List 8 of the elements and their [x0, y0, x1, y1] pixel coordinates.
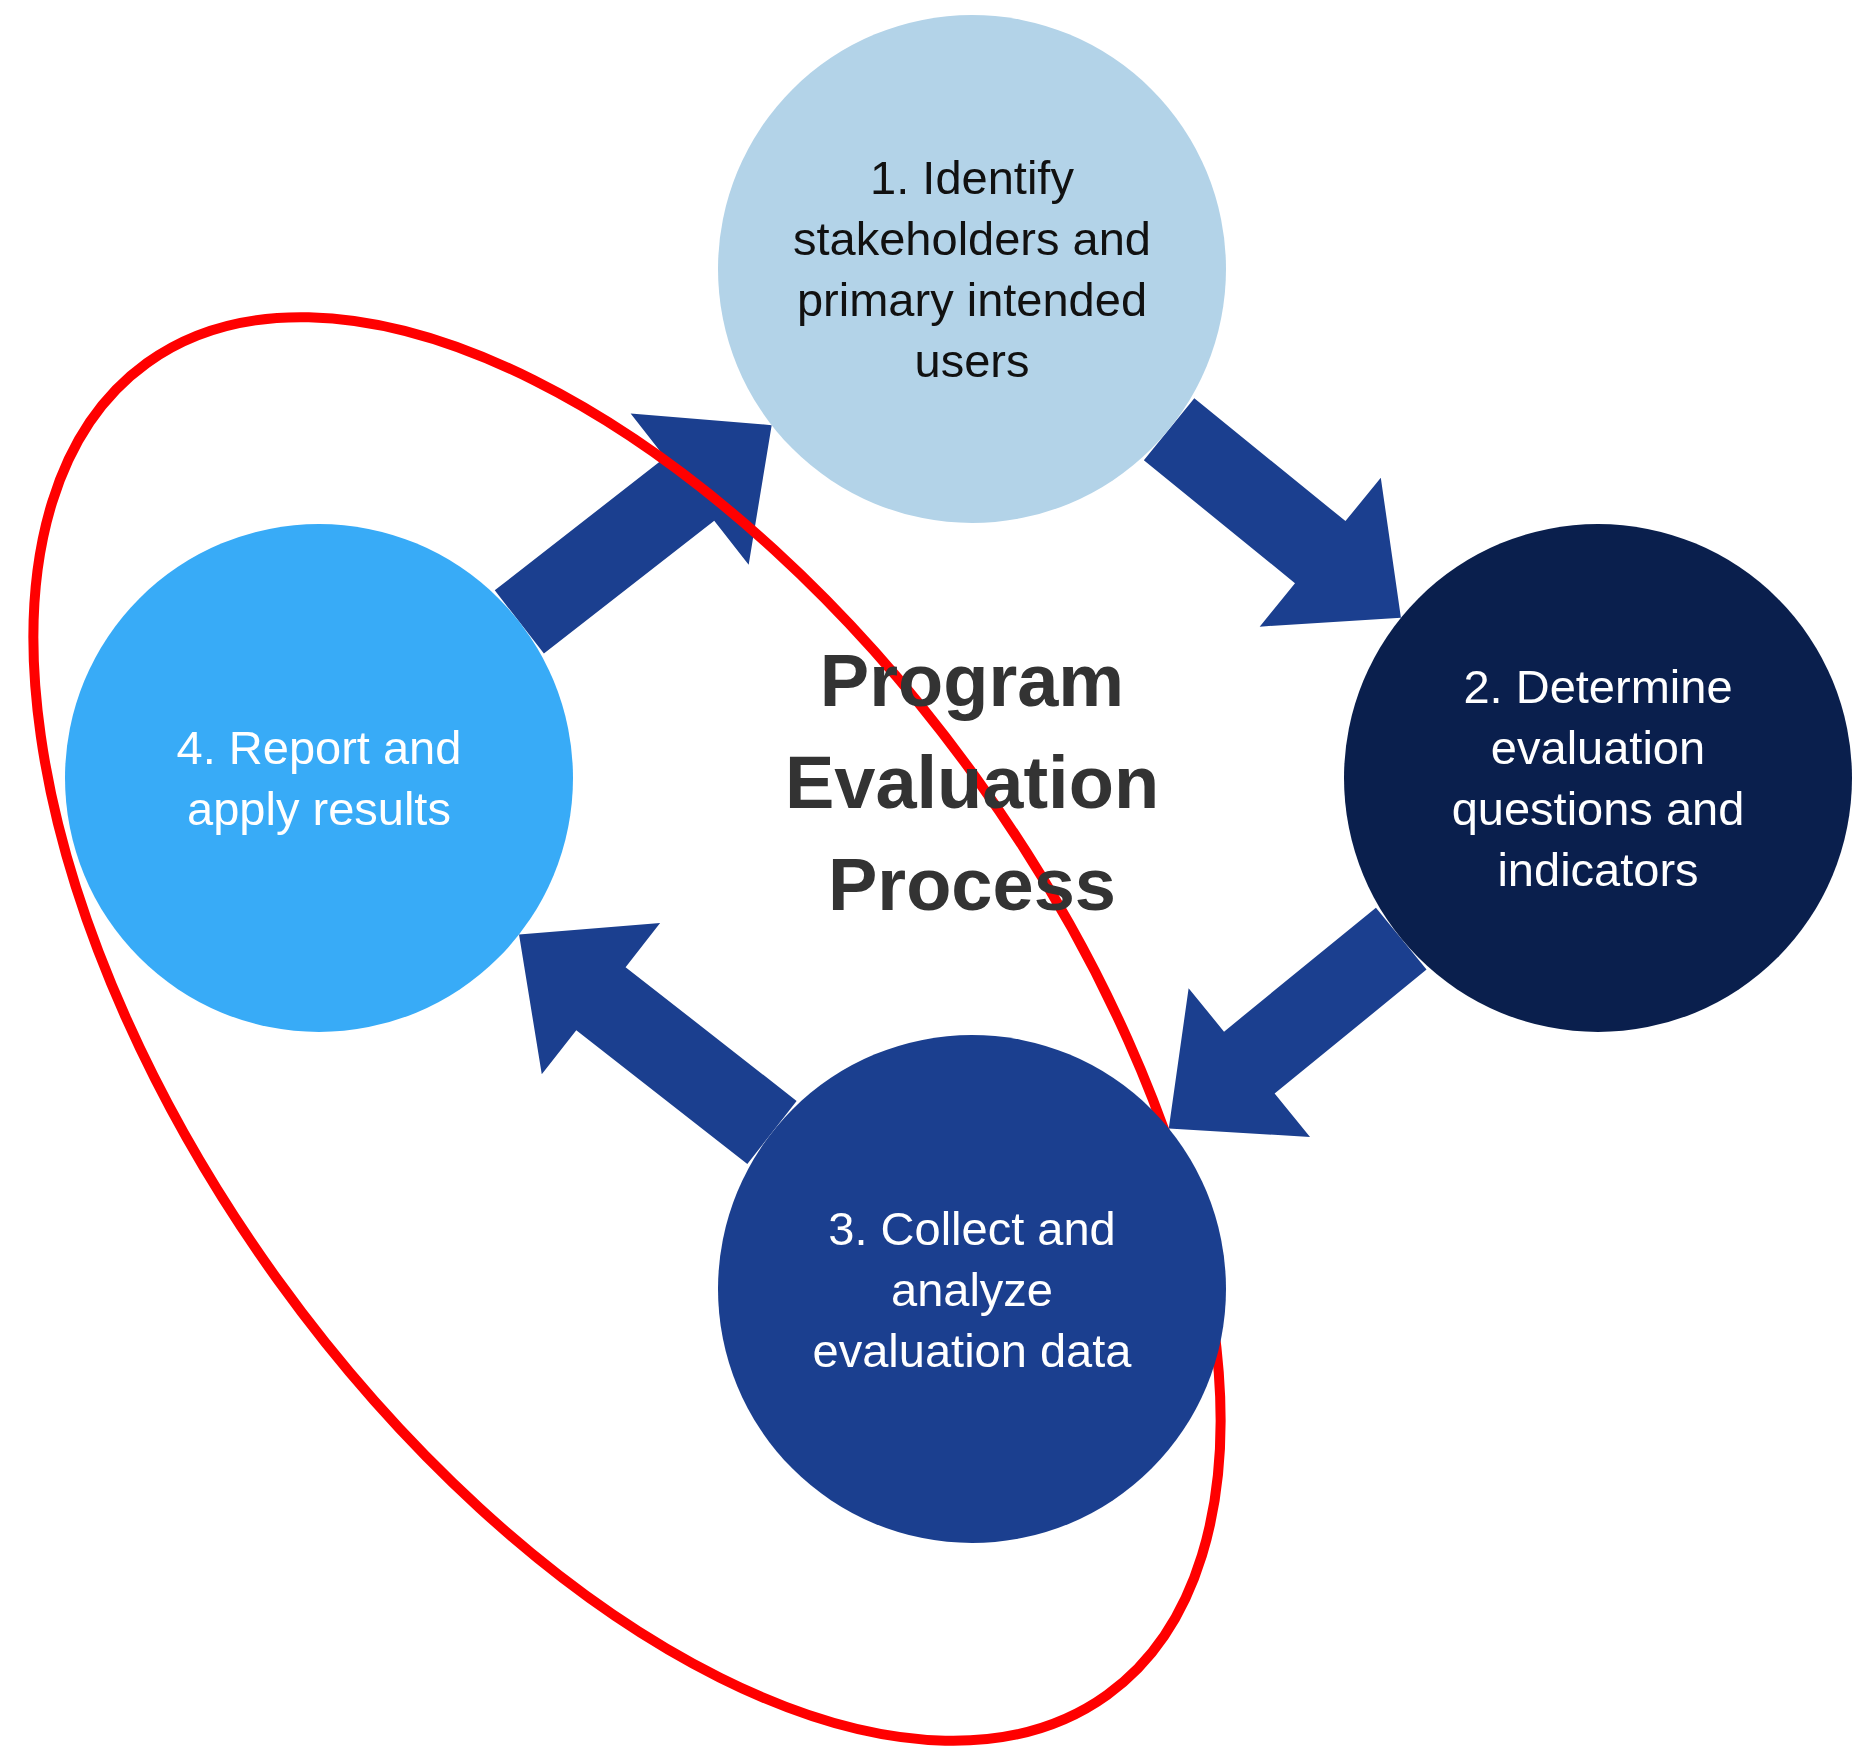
step-label: 3. Collect and analyze evaluation data — [811, 1200, 1133, 1379]
step-label: 1. Identify stakeholders and primary intended users — [792, 150, 1152, 389]
block-arrow — [1168, 907, 1427, 1137]
block-arrow — [1143, 398, 1401, 627]
block-arrow — [519, 923, 797, 1164]
step-label: 2. Determine evaluation questions and indicators — [1450, 659, 1746, 898]
block-arrow — [494, 413, 772, 654]
step-label: 4. Report and apply results — [175, 720, 463, 837]
